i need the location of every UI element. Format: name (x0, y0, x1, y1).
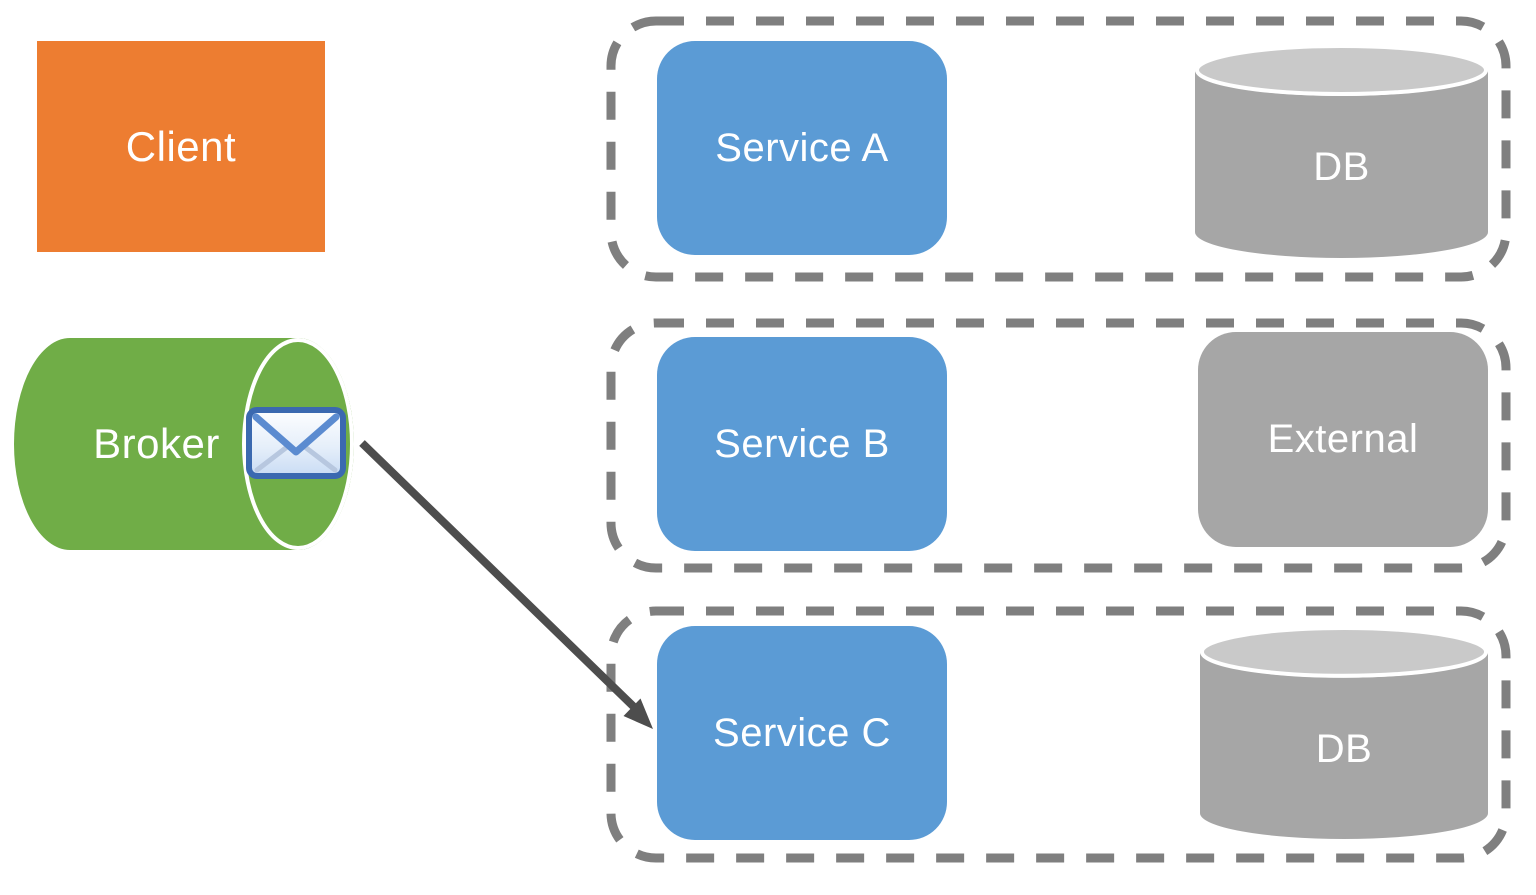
group-bottom-dashed-border (606, 606, 1511, 863)
service-a-node: Service A (657, 41, 947, 255)
db-a-label: DB (1313, 145, 1370, 189)
external-label: External (1267, 417, 1419, 461)
service-b-node: Service B (657, 337, 947, 551)
service-b-label: Service B (714, 421, 890, 466)
broker-label: Broker (93, 420, 220, 467)
group-top-dashed-border (606, 16, 1511, 282)
service-c-node: Service C (657, 626, 947, 840)
broker-to-service-c-arrow (359, 440, 653, 729)
db-a-cylinder-shape (1195, 44, 1488, 258)
client-node: Client (37, 41, 325, 252)
group-middle-dashed-border (606, 318, 1511, 573)
client-label: Client (125, 122, 237, 170)
db-c-label: DB (1315, 726, 1373, 771)
service-c-label: Service C (713, 710, 891, 755)
broker-cylinder-shape (14, 338, 354, 550)
db-c-cylinder-shape (1200, 625, 1488, 839)
external-node: External (1198, 332, 1488, 547)
db-a-node: DB (1195, 43, 1488, 258)
service-a-label: Service A (715, 125, 889, 170)
broker-node: Broker (14, 338, 299, 550)
envelope-icon (246, 407, 346, 479)
db-c-node: DB (1200, 625, 1488, 839)
